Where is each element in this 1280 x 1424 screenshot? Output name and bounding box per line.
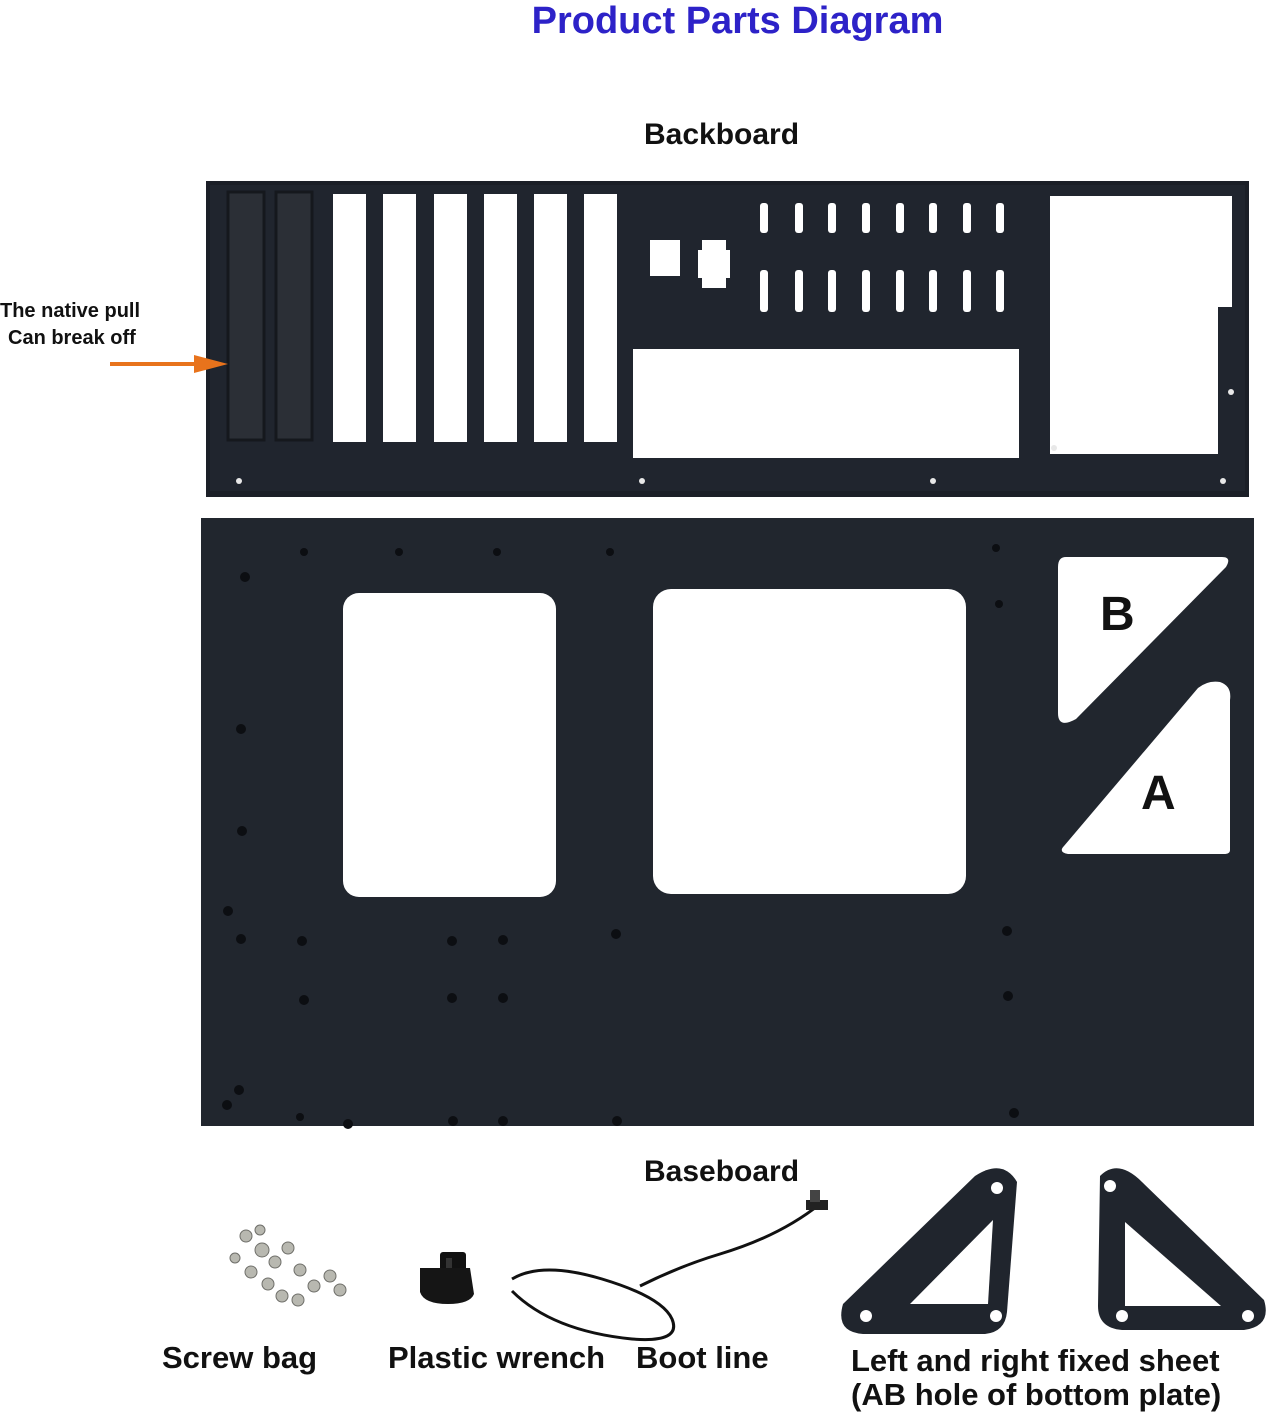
boot-line-label: Boot line xyxy=(636,1340,769,1375)
screw-bag-illustration xyxy=(229,1224,347,1307)
native-pull-arrow xyxy=(110,355,228,373)
native-pull-note-line2: Can break off xyxy=(8,327,136,349)
page-title: Product Parts Diagram xyxy=(531,0,944,42)
native-pull-note: The native pull Can break off xyxy=(0,298,140,352)
right-fixed-sheet xyxy=(1098,1168,1266,1330)
cutout-a-label: A xyxy=(1141,767,1176,820)
native-pull-note-line1: The native pull xyxy=(0,300,141,322)
baseboard-plate xyxy=(201,518,1254,1129)
fixed-sheet-label: Left and right fixed sheet (AB hole of b… xyxy=(851,1344,1221,1412)
boot-line-illustration xyxy=(510,1190,828,1342)
fixed-sheet-label-line1: Left and right fixed sheet xyxy=(851,1343,1220,1378)
backboard-plate xyxy=(206,181,1249,497)
plastic-wrench-label: Plastic wrench xyxy=(388,1340,606,1375)
backboard-label: Backboard xyxy=(644,118,800,151)
fixed-sheet-label-line2: (AB hole of bottom plate) xyxy=(851,1377,1222,1412)
plastic-wrench-illustration xyxy=(420,1252,474,1304)
left-fixed-sheet xyxy=(841,1168,1017,1334)
baseboard-label: Baseboard xyxy=(644,1155,800,1188)
screw-bag-label: Screw bag xyxy=(162,1340,318,1375)
cutout-b-label: B xyxy=(1100,588,1135,641)
